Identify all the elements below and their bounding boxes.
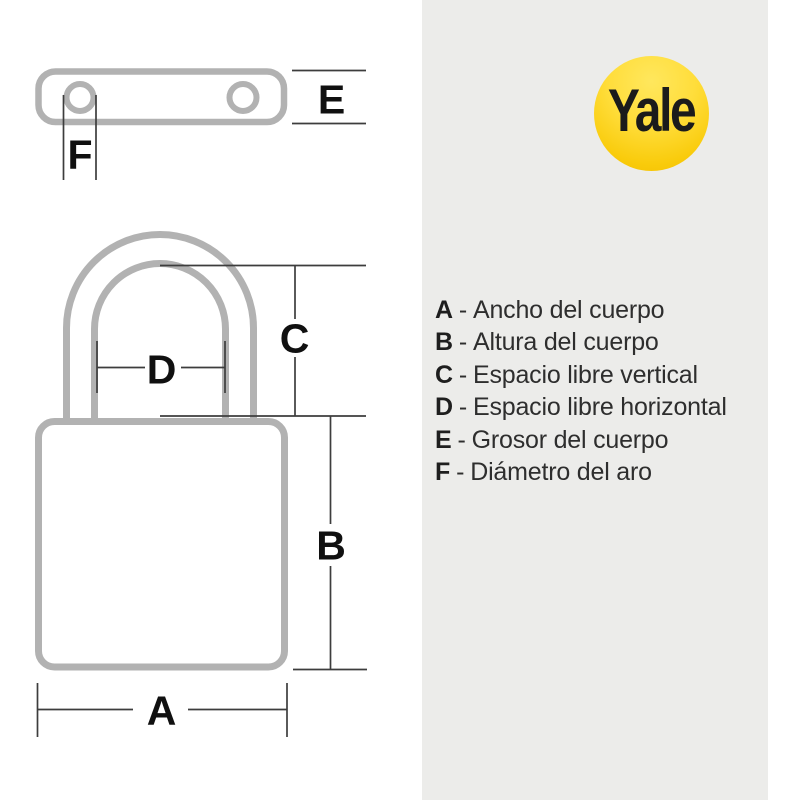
legend-letter: E <box>435 425 452 454</box>
legend-letter: C <box>435 360 453 389</box>
legend-item: D - Espacio libre horizontal <box>435 392 727 425</box>
legend-letter: B <box>435 328 453 357</box>
legend-separator: - <box>458 295 467 324</box>
padlock-body <box>35 418 288 671</box>
legend-label: Espacio libre vertical <box>473 360 698 389</box>
yale-logo: Yale <box>594 56 709 171</box>
info-panel <box>422 0 768 800</box>
dim-label-c: C <box>280 316 310 362</box>
legend-item: E - Grosor del cuerpo <box>435 424 727 457</box>
legend-label: Grosor del cuerpo <box>471 425 669 454</box>
yale-logo-text: Yale <box>608 77 697 144</box>
legend-letter: A <box>435 295 453 324</box>
legend-separator: - <box>456 458 465 487</box>
dimension-lines <box>36 69 367 737</box>
legend-label: Diámetro del aro <box>470 458 652 487</box>
dim-label-e: E <box>318 77 345 123</box>
legend-separator: - <box>458 360 467 389</box>
legend-letter: D <box>435 393 453 422</box>
dim-label-a: A <box>147 688 177 734</box>
shackle-outer-outline <box>63 231 257 421</box>
dim-label-f: F <box>67 132 92 178</box>
legend-item: C - Espacio libre vertical <box>435 359 727 392</box>
dim-label-d: D <box>147 347 177 393</box>
legend-letter: F <box>435 458 451 487</box>
padlock-top-view <box>35 68 288 126</box>
legend-separator: - <box>458 393 467 422</box>
legend-separator: - <box>458 328 467 357</box>
legend-label: Ancho del cuerpo <box>473 295 665 324</box>
dimension-legend: A - Ancho del cuerpo B - Altura del cuer… <box>435 294 727 489</box>
legend-separator: - <box>457 425 466 454</box>
shackle-hole-right <box>226 81 260 114</box>
shackle-hole-left <box>63 81 97 114</box>
legend-item: F - Diámetro del aro <box>435 457 727 490</box>
dim-label-b: B <box>316 523 346 569</box>
shackle-inner-outline <box>91 260 229 421</box>
legend-label: Espacio libre horizontal <box>473 393 727 422</box>
legend-item: B - Altura del cuerpo <box>435 327 727 360</box>
legend-label: Altura del cuerpo <box>473 328 659 357</box>
legend-item: A - Ancho del cuerpo <box>435 294 727 327</box>
